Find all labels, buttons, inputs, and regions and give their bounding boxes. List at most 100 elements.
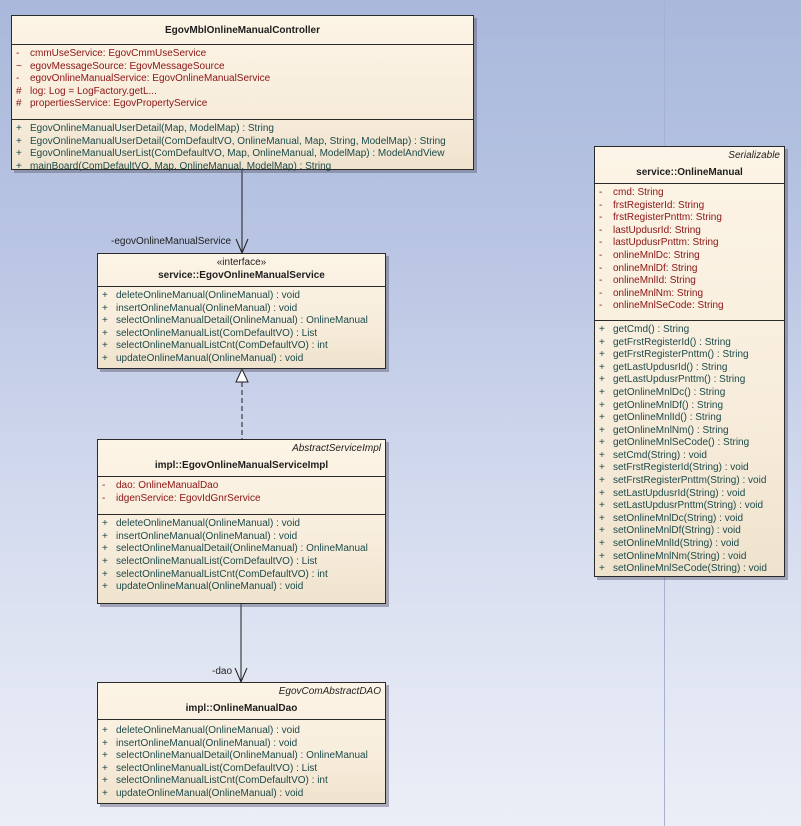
class-name: service::EgovOnlineManualService [158, 270, 325, 281]
operation-text: selectOnlineManualList(ComDefaultVO) : L… [116, 555, 318, 567]
attribute-row[interactable]: -onlineMnlSeCode: String [595, 300, 784, 313]
visibility-marker: + [599, 487, 605, 499]
class-box-controller[interactable]: EgovMblOnlineManualController -cmmUseSer… [11, 15, 474, 172]
attribute-text: propertiesService: EgovPropertyService [30, 98, 208, 110]
attributes-compartment: -cmmUseService: EgovCmmUseService~egovMe… [12, 45, 473, 119]
operation-text: setFrstRegisterId(String) : void [613, 462, 749, 474]
operation-text: setOnlineMnlId(String) : void [613, 538, 740, 550]
operation-row[interactable]: +getOnlineMnlDf() : String [595, 400, 784, 413]
attribute-row[interactable]: -cmd: String [595, 187, 784, 200]
operation-row[interactable]: +setOnlineMnlNm(String) : void [595, 551, 784, 564]
visibility-marker: + [102, 787, 108, 799]
operation-row[interactable]: +selectOnlineManualDetail(OnlineManual) … [98, 750, 385, 763]
operation-row[interactable]: +getLastUpdusrPnttm() : String [595, 374, 784, 387]
attribute-row[interactable]: -frstRegisterId: String [595, 200, 784, 213]
visibility-marker: + [599, 412, 605, 424]
operation-row[interactable]: +mainBoard(ComDefaultVO, Map, OnlineManu… [12, 161, 473, 174]
operation-text: EgovOnlineManualUserDetail(ComDefaultVO,… [30, 135, 446, 147]
operation-row[interactable]: +updateOnlineManual(OnlineManual) : void [98, 353, 385, 366]
operation-row[interactable]: +insertOnlineManual(OnlineManual) : void [98, 531, 385, 544]
operation-row[interactable]: +getOnlineMnlDc() : String [595, 387, 784, 400]
visibility-marker: + [16, 148, 22, 160]
attribute-row[interactable]: -lastUpdusrId: String [595, 225, 784, 238]
operation-text: getLastUpdusrId() : String [613, 361, 728, 373]
class-box-service-interface[interactable]: «interface» service::EgovOnlineManualSer… [97, 253, 386, 369]
attribute-text: onlineMnlDf: String [613, 262, 698, 274]
attribute-text: onlineMnlSeCode: String [613, 300, 724, 312]
operation-row[interactable]: +EgovOnlineManualUserList(ComDefaultVO, … [12, 148, 473, 161]
attribute-text: frstRegisterId: String [613, 199, 705, 211]
operation-row[interactable]: +insertOnlineManual(OnlineManual) : void [98, 738, 385, 751]
attribute-row[interactable]: -cmmUseService: EgovCmmUseService [12, 48, 473, 61]
operation-row[interactable]: +setOnlineMnlId(String) : void [595, 538, 784, 551]
attribute-text: lastUpdusrPnttm: String [613, 237, 719, 249]
operation-row[interactable]: +deleteOnlineManual(OnlineManual) : void [98, 290, 385, 303]
visibility-marker: # [16, 85, 22, 97]
operation-row[interactable]: +selectOnlineManualListCnt(ComDefaultVO)… [98, 569, 385, 582]
operation-row[interactable]: +setOnlineMnlSeCode(String) : void [595, 563, 784, 576]
visibility-marker: + [599, 336, 605, 348]
visibility-marker: - [16, 48, 20, 59]
operation-row[interactable]: +deleteOnlineManual(OnlineManual) : void [98, 725, 385, 738]
operation-row[interactable]: +setLastUpdusrId(String) : void [595, 488, 784, 501]
operation-row[interactable]: +selectOnlineManualListCnt(ComDefaultVO)… [98, 775, 385, 788]
parent-class-label: AbstractServiceImpl [292, 443, 381, 454]
class-box-dao[interactable]: EgovComAbstractDAO impl::OnlineManualDao… [97, 682, 386, 804]
operation-text: setFrstRegisterPnttm(String) : void [613, 475, 767, 487]
operation-text: setCmd(String) : void [613, 449, 707, 461]
operation-row[interactable]: +updateOnlineManual(OnlineManual) : void [98, 581, 385, 594]
attribute-row[interactable]: -onlineMnlNm: String [595, 288, 784, 301]
visibility-marker: + [599, 349, 605, 361]
operation-row[interactable]: +selectOnlineManualList(ComDefaultVO) : … [98, 763, 385, 776]
operation-row[interactable]: +deleteOnlineManual(OnlineManual) : void [98, 518, 385, 531]
attribute-row[interactable]: -onlineMnlId: String [595, 275, 784, 288]
operation-row[interactable]: +insertOnlineManual(OnlineManual) : void [98, 303, 385, 316]
attribute-row[interactable]: ~egovMessageSource: EgovMessageSource [12, 61, 473, 74]
attribute-row[interactable]: -frstRegisterPnttm: String [595, 212, 784, 225]
parent-class-label: EgovComAbstractDAO [278, 686, 381, 697]
visibility-marker: - [599, 262, 603, 274]
operation-row[interactable]: + selectOnlineManualList(ComDefaultVO) : … [98, 556, 385, 569]
operation-row[interactable]: +setOnlineMnlDc(String) : void [595, 513, 784, 526]
operation-row[interactable]: +getFrstRegisterId() : String [595, 337, 784, 350]
attribute-row[interactable]: -lastUpdusrPnttm: String [595, 237, 784, 250]
operation-row[interactable]: + getFrstRegisterPnttm() : String [595, 349, 784, 362]
operation-row[interactable]: + updateOnlineManual(OnlineManual) : void [98, 788, 385, 801]
visibility-marker: + [102, 750, 108, 762]
operation-row[interactable]: +getOnlineMnlSeCode() : String [595, 437, 784, 450]
visibility-marker: + [599, 424, 605, 436]
operation-text: selectOnlineManualListCnt(ComDefaultVO) … [116, 340, 328, 352]
operation-text: insertOnlineManual(OnlineManual) : void [116, 302, 298, 314]
attribute-text: cmmUseService: EgovCmmUseService [30, 48, 207, 59]
operation-row[interactable]: +setFrstRegisterId(String) : void [595, 462, 784, 475]
operation-row[interactable]: +EgovOnlineManualUserDetail(ComDefaultVO… [12, 136, 473, 149]
visibility-marker: - [102, 492, 106, 504]
operation-row[interactable]: +setLastUpdusrPnttm(String) : void [595, 500, 784, 513]
operation-text: getFrstRegisterPnttm() : String [613, 349, 749, 361]
operation-row[interactable]: +setOnlineMnlDf(String) : void [595, 525, 784, 538]
class-box-service-impl[interactable]: AbstractServiceImpl impl::EgovOnlineManu… [97, 439, 386, 604]
operation-row[interactable]: +getCmd() : String [595, 324, 784, 337]
visibility-marker: + [102, 555, 108, 567]
attribute-text: egovOnlineManualService: EgovOnlineManua… [30, 73, 271, 85]
attribute-row[interactable]: -idgenService: EgovIdGnrService [98, 493, 385, 506]
operation-row[interactable]: +getOnlineMnlNm() : String [595, 425, 784, 438]
operation-row[interactable]: +getOnlineMnlId() : String [595, 412, 784, 425]
class-box-online-manual[interactable]: Serializable service::OnlineManual -cmd:… [594, 146, 785, 577]
operation-row[interactable]: +selectOnlineManualList(ComDefaultVO) : … [98, 328, 385, 341]
attribute-row[interactable]: -dao: OnlineManualDao [98, 480, 385, 493]
operation-text: updateOnlineManual(OnlineManual) : void [116, 787, 304, 799]
operation-row[interactable]: +selectOnlineManualListCnt(ComDefaultVO)… [98, 340, 385, 353]
operation-row[interactable]: +setCmd(String) : void [595, 450, 784, 463]
operation-row[interactable]: +getLastUpdusrId() : String [595, 362, 784, 375]
attribute-row[interactable]: -onlineMnlDf: String [595, 263, 784, 276]
attribute-row[interactable]: -egovOnlineManualService: EgovOnlineManu… [12, 73, 473, 86]
attribute-row[interactable]: -onlineMnlDc: String [595, 250, 784, 263]
attribute-row[interactable]: #propertiesService: EgovPropertyService [12, 98, 473, 111]
attribute-row[interactable]: #log: Log = LogFactory.getL... [12, 86, 473, 99]
visibility-marker: + [102, 315, 108, 327]
operation-row[interactable]: +selectOnlineManualDetail(OnlineManual) … [98, 315, 385, 328]
operation-row[interactable]: +setFrstRegisterPnttm(String) : void [595, 475, 784, 488]
operation-row[interactable]: +selectOnlineManualDetail(OnlineManual) … [98, 543, 385, 556]
operation-row[interactable]: +EgovOnlineManualUserDetail(Map, ModelMa… [12, 123, 473, 136]
